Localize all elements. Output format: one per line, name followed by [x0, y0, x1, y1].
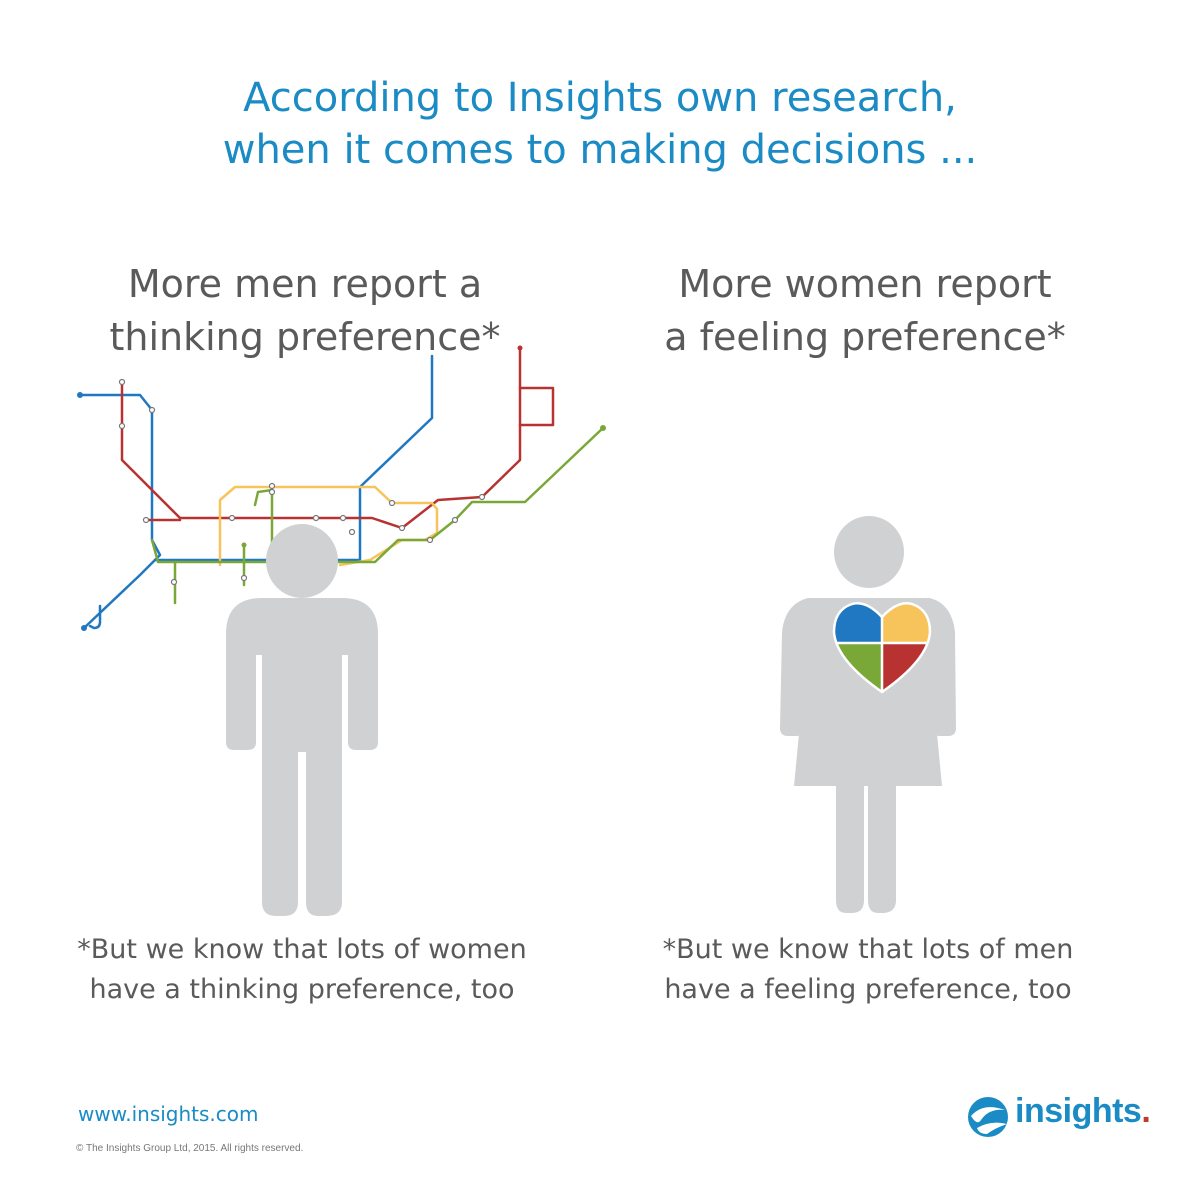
logo-wordmark: insights: [1015, 1092, 1142, 1130]
headline-line-1: According to Insights own research,: [243, 75, 957, 121]
headline-line-2: when it comes to making decisions ...: [222, 127, 978, 173]
women-title-line-2: a feeling preference*: [664, 315, 1066, 359]
women-title: More women report a feeling preference*: [615, 258, 1115, 364]
men-title: More men report a thinking preference*: [55, 258, 555, 364]
women-title-line-1: More women report: [678, 262, 1052, 306]
heart-four-color-icon: [832, 602, 932, 694]
logo-dot: .: [1141, 1092, 1151, 1130]
headline: According to Insights own research, when…: [0, 72, 1200, 176]
men-footnote: *But we know that lots of women have a t…: [22, 930, 582, 1010]
men-title-line-2: thinking preference*: [109, 315, 501, 359]
metro-map-icon: [77, 345, 606, 631]
men-footnote-line-2: have a thinking preference, too: [89, 974, 515, 1005]
men-title-line-1: More men report a: [127, 262, 483, 306]
website-link[interactable]: www.insights.com: [78, 1102, 259, 1126]
women-footnote-line-1: *But we know that lots of men: [662, 934, 1074, 965]
men-footnote-line-1: *But we know that lots of women: [77, 934, 527, 965]
women-footnote-line-2: have a feeling preference, too: [664, 974, 1072, 1005]
women-footnote: *But we know that lots of men have a fee…: [588, 930, 1148, 1010]
copyright-text: © The Insights Group Ltd, 2015. All righ…: [76, 1143, 304, 1154]
man-figure-icon: [226, 524, 378, 916]
insights-logo-icon: [968, 1097, 1008, 1137]
woman-figure-icon: [780, 516, 956, 913]
